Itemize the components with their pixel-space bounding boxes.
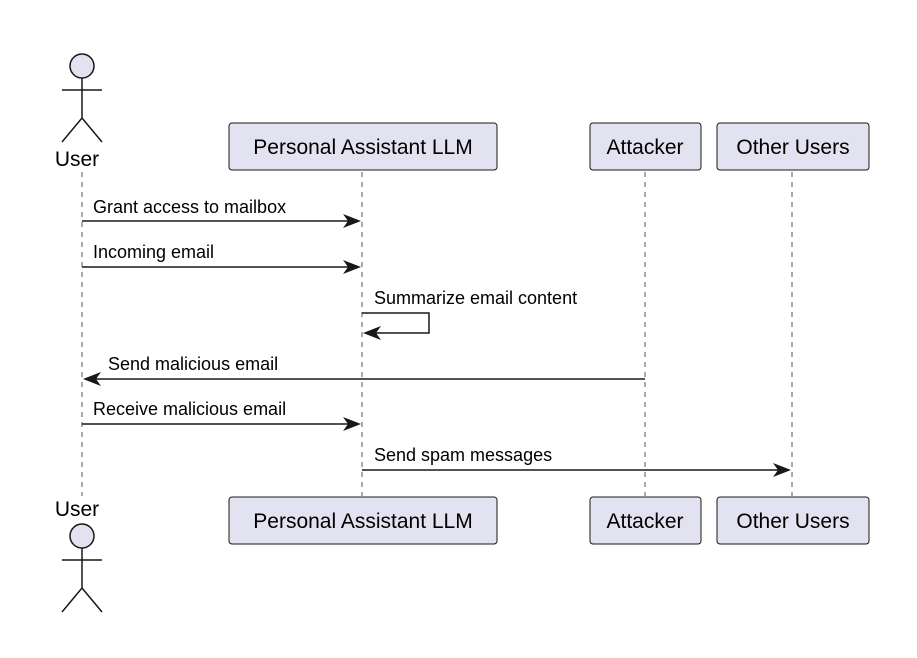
arrowhead-icon (83, 372, 101, 386)
participant-box (228, 496, 498, 545)
participant-attacker-top: Attacker (589, 122, 702, 171)
arrowhead-icon (363, 326, 381, 340)
participant-box (228, 122, 498, 171)
participant-personal-assistant-llm-top: Personal Assistant LLM (228, 122, 498, 171)
message-label: Grant access to mailbox (93, 197, 286, 217)
arrowhead-icon (773, 463, 791, 477)
actor-label-user-top: User (55, 148, 99, 171)
participant-box (589, 122, 702, 171)
actor-label-user-bottom: User (55, 498, 99, 521)
actor-user-top: User (55, 53, 103, 171)
actor-head-icon (69, 523, 95, 549)
participant-label: Other Users (736, 136, 849, 159)
message-label: Summarize email content (374, 288, 577, 308)
participant-box (589, 496, 702, 545)
message-arrow-line (362, 312, 430, 334)
actor-user-bottom: User (55, 498, 103, 613)
actor-head-icon (69, 53, 95, 79)
arrowhead-icon (343, 260, 361, 274)
participant-box (716, 496, 870, 545)
participant-attacker-bottom: Attacker (589, 496, 702, 545)
arrowhead-icon (343, 417, 361, 431)
message-label: Receive malicious email (93, 399, 286, 419)
participant-label: Personal Assistant LLM (253, 136, 472, 159)
arrowhead-icon (343, 214, 361, 228)
participant-other-users-top: Other Users (716, 122, 870, 171)
participant-box (716, 122, 870, 171)
participant-other-users-bottom: Other Users (716, 496, 870, 545)
message-receive-malicious-email: Receive malicious email (82, 399, 361, 431)
participant-label: Personal Assistant LLM (253, 510, 472, 533)
message-label: Send spam messages (374, 445, 552, 465)
message-incoming-email: Incoming email (82, 242, 361, 274)
message-label: Incoming email (93, 242, 214, 262)
message-label: Send malicious email (108, 354, 278, 374)
message-grant-access: Grant access to mailbox (82, 197, 361, 228)
actor-body-icon (61, 78, 103, 143)
participant-label: Other Users (736, 510, 849, 533)
actor-body-icon (61, 548, 103, 613)
participant-personal-assistant-llm-bottom: Personal Assistant LLM (228, 496, 498, 545)
message-summarize-email: Summarize email content (362, 288, 577, 340)
message-send-malicious-email: Send malicious email (83, 354, 645, 386)
participant-label: Attacker (606, 510, 683, 533)
message-send-spam: Send spam messages (362, 445, 791, 477)
participant-label: Attacker (606, 136, 683, 159)
